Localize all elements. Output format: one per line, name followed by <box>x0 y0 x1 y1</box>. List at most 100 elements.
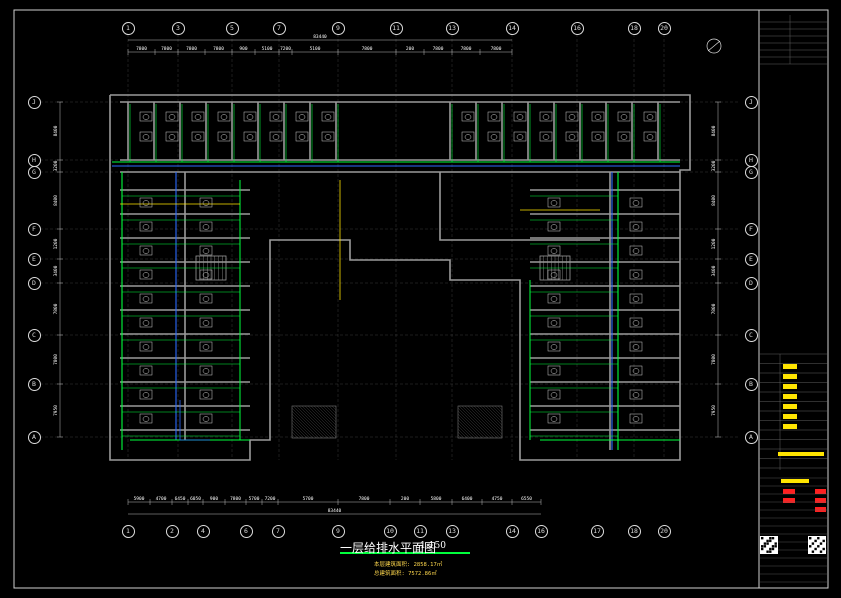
axis-bubble-bottom: 16 <box>534 524 548 538</box>
toilet-fixture <box>269 131 283 142</box>
basin-fixture <box>139 111 153 122</box>
toilet-fixture <box>547 221 561 232</box>
axis-bubble-bottom: 18 <box>627 524 641 538</box>
dim-right-label: 7800 <box>711 354 717 365</box>
drain-branch-south <box>179 400 210 441</box>
dim-right-label: 8400 <box>711 125 717 136</box>
basin-fixture <box>295 111 309 122</box>
basin-fixture <box>217 111 231 122</box>
axis-bubble-bottom: 13 <box>445 524 459 538</box>
dim-top-label: 7200 <box>280 46 291 52</box>
legend-swatch <box>783 394 797 399</box>
toilet-fixture <box>547 293 561 304</box>
basin-fixture <box>321 111 335 122</box>
axis-bubble-top: 16 <box>570 21 584 35</box>
dim-bottom-label: 4700 <box>156 496 167 502</box>
axis-bubble-left: A <box>27 430 41 444</box>
dim-bottom-label: 6450 <box>175 496 186 502</box>
axis-bubble-bottom: 4 <box>196 524 210 538</box>
axis-bubble-top: 1 <box>121 21 135 35</box>
toilet-fixture <box>139 413 153 424</box>
basin-fixture <box>629 365 643 376</box>
axis-bubble-right: C <box>744 328 758 342</box>
basin-fixture <box>199 365 213 376</box>
toilet-fixture <box>139 293 153 304</box>
qr-code-icon <box>808 536 826 554</box>
toilet-fixture <box>547 269 561 280</box>
axis-bubble-bottom: 20 <box>657 524 671 538</box>
basin-fixture <box>643 111 657 122</box>
axis-bubble-top: 9 <box>331 21 345 35</box>
toilet-fixture <box>547 245 561 256</box>
axis-bubble-top: 5 <box>225 21 239 35</box>
basin-fixture <box>629 197 643 208</box>
basin-fixture <box>199 317 213 328</box>
axis-grid <box>40 34 740 460</box>
basin-fixture <box>199 245 213 256</box>
drawing-title: 一层给排水平面图 <box>340 541 437 555</box>
toilet-fixture <box>191 131 205 142</box>
basin-fixture <box>487 111 501 122</box>
toilet-fixture <box>139 389 153 400</box>
axis-bubble-left: H <box>27 153 41 167</box>
terrace-hatch-left <box>291 405 337 439</box>
axis-bubble-left: G <box>27 165 41 179</box>
axis-bubble-bottom: 17 <box>590 524 604 538</box>
basin-fixture <box>629 389 643 400</box>
dim-bottom-label: 7800 <box>230 496 241 502</box>
axis-bubble-bottom: 6 <box>239 524 253 538</box>
toilet-fixture <box>295 131 309 142</box>
axis-bubble-bottom: 11 <box>413 524 427 538</box>
axis-bubble-top: 18 <box>627 21 641 35</box>
north-arrow-icon <box>706 38 722 54</box>
dim-bottom-label: 6400 <box>462 496 473 502</box>
basin-fixture <box>199 389 213 400</box>
toilet-fixture <box>547 197 561 208</box>
axis-bubble-right: E <box>744 252 758 266</box>
toilet-fixture <box>321 131 335 142</box>
dim-left-label: 3400 <box>53 265 59 276</box>
axis-bubble-top: 11 <box>389 21 403 35</box>
basin-fixture <box>629 293 643 304</box>
basin-fixture <box>199 197 213 208</box>
dim-bottom-label: 4750 <box>492 496 503 502</box>
legend-swatch <box>783 374 797 379</box>
toilet-fixture <box>513 131 527 142</box>
toilet-fixture <box>165 131 179 142</box>
dim-top-label: 7800 <box>362 46 373 52</box>
dim-left-label: 7800 <box>53 354 59 365</box>
stamp-mark <box>783 498 795 503</box>
basin-fixture <box>199 341 213 352</box>
dim-top-label: 7800 <box>161 46 172 52</box>
legend-bar <box>778 452 824 456</box>
dim-right-label: 8400 <box>711 195 717 206</box>
area-building-value: 2858.17㎡ <box>413 562 443 568</box>
axis-bubble-right: D <box>744 276 758 290</box>
dim-right-label: 7800 <box>711 303 717 314</box>
dim-left-label: 7800 <box>53 303 59 314</box>
stamp-mark <box>783 489 795 494</box>
title-block <box>759 15 828 583</box>
axis-bubble-bottom: 1 <box>121 524 135 538</box>
area-building-label: 本层建筑面积: 2858.17㎡ <box>374 562 443 568</box>
toilet-fixture <box>139 245 153 256</box>
axis-bubble-right: B <box>744 377 758 391</box>
basin-fixture <box>461 111 475 122</box>
basin-fixture <box>199 269 213 280</box>
dim-bottom-label: 6550 <box>521 496 532 502</box>
dim-right-label: 3200 <box>711 160 717 171</box>
dim-bottom-total-label: 83440 <box>328 508 342 514</box>
axis-bubble-bottom: 2 <box>165 524 179 538</box>
toilet-fixture <box>539 131 553 142</box>
legend-bar <box>781 479 809 483</box>
dim-top-label: 900 <box>239 46 247 52</box>
toilet-fixture <box>139 365 153 376</box>
toilet-fixture <box>243 131 257 142</box>
axis-bubble-top: 7 <box>272 21 286 35</box>
room-fixtures <box>139 111 657 424</box>
basin-fixture <box>629 245 643 256</box>
dim-bottom-label: 5900 <box>134 496 145 502</box>
toilet-fixture <box>547 317 561 328</box>
area-total-label: 总建筑面积: 7572.86㎡ <box>374 571 437 577</box>
legend-swatch <box>783 424 797 429</box>
